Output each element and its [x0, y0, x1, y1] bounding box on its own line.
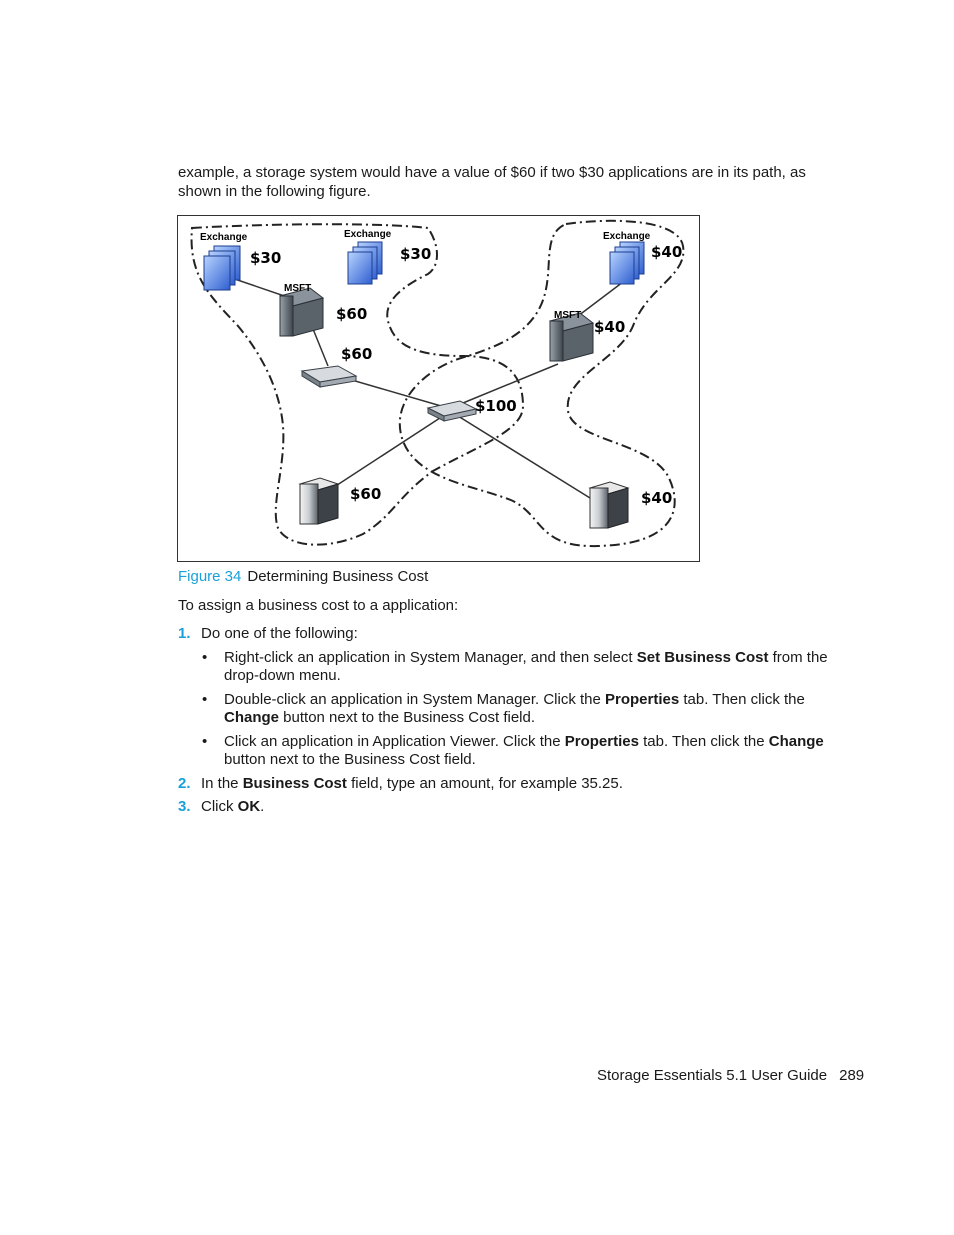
- bullet-text: from the drop-down menu.: [224, 649, 828, 684]
- exchange-app-icon-1: [203, 245, 241, 291]
- figure-caption: Figure 34 Determining Business Cost: [178, 568, 428, 585]
- ui-term: Properties: [605, 691, 680, 708]
- cost-label-exchange-1: $30: [250, 249, 281, 267]
- step-3: 3. Click OK.: [178, 797, 264, 816]
- link-center-storage1: [327, 415, 444, 492]
- bullet-item-2: • Double-click an application in System …: [202, 691, 842, 727]
- switch-icon-1: [300, 365, 358, 388]
- footer-title: Storage Essentials 5.1 User Guide: [597, 1067, 828, 1084]
- business-cost-figure: Exchange $30 Exchange $30 Exchange $40 M…: [177, 215, 700, 562]
- exchange-app-icon-2: [347, 241, 383, 285]
- cost-label-msft-1: $60: [336, 305, 367, 323]
- step-text: Do one of the following:: [201, 625, 358, 642]
- cost-label-storage-1: $60: [350, 485, 381, 503]
- switch-icon-center: [426, 400, 478, 422]
- bullet-marker: •: [202, 691, 208, 708]
- step-2: 2. In the Business Cost field, type an am…: [178, 774, 623, 793]
- cost-label-exchange-2: $30: [400, 245, 431, 263]
- step-text: In the: [201, 775, 243, 792]
- bullet-text: Right-click an application in System Man…: [224, 649, 637, 666]
- page-footer: Storage Essentials 5.1 User Guide 289: [597, 1067, 864, 1084]
- bullet-item-1: • Right-click an application in System M…: [202, 649, 842, 685]
- bullet-text: Click an application in Application View…: [224, 733, 565, 750]
- figure-title: Determining Business Cost: [247, 568, 429, 585]
- msft-server-icon-2: [548, 312, 595, 362]
- ui-term: Business Cost: [242, 775, 347, 792]
- msft-server-icon-1: [278, 287, 325, 337]
- intro-paragraph: example, a storage system would have a v…: [178, 164, 806, 200]
- cost-label-switch-1: $60: [341, 345, 372, 363]
- figure-number: Figure 34: [178, 568, 242, 585]
- bullet-item-3: • Click an application in Application Vi…: [202, 733, 842, 769]
- left-group-boundary: [190, 223, 525, 546]
- assign-intro: To assign a business cost to a applicati…: [178, 597, 459, 614]
- page-number: 289: [839, 1067, 865, 1084]
- ui-term: Change: [768, 733, 824, 750]
- link-msft2-center: [462, 363, 559, 404]
- step-text: .: [260, 798, 265, 815]
- step-number: 2.: [178, 775, 191, 792]
- msft-label-2: MSFT: [554, 310, 581, 321]
- bullet-text: button next to the Business Cost field.: [279, 709, 535, 726]
- ui-term: Set Business Cost: [636, 649, 769, 666]
- exchange-label-2: Exchange: [344, 229, 392, 240]
- cost-label-msft-2: $40: [594, 318, 625, 336]
- bullet-text: Double-click an application in System Ma…: [224, 691, 606, 708]
- bullet-text: button next to the Business Cost field.: [224, 751, 476, 768]
- link-center-storage2: [457, 415, 591, 499]
- cost-label-switch-center: $100: [475, 397, 517, 415]
- cost-label-exchange-3: $40: [651, 243, 682, 261]
- exchange-label-3: Exchange: [603, 231, 651, 242]
- cost-label-storage-2: $40: [641, 489, 672, 507]
- link-msft1-switch1: [310, 323, 329, 367]
- exchange-label-1: Exchange: [200, 232, 248, 243]
- ui-term: Change: [224, 709, 280, 726]
- storage-icon-2: [588, 481, 630, 529]
- right-group-boundary: [398, 219, 685, 548]
- step-text: field, type an amount, for example 35.25…: [346, 775, 623, 792]
- step-number: 3.: [178, 798, 191, 815]
- ui-term: Properties: [564, 733, 639, 750]
- bullet-marker: •: [202, 649, 208, 666]
- step-1: 1. Do one of the following:: [178, 624, 358, 643]
- exchange-app-icon-3: [609, 241, 645, 285]
- bullet-marker: •: [202, 733, 208, 750]
- bullet-text: tab. Then click the: [679, 691, 805, 708]
- msft-label-1: MSFT: [284, 283, 311, 294]
- ui-term: OK: [237, 798, 261, 815]
- step-text: Click: [201, 798, 238, 815]
- storage-icon-1: [298, 477, 340, 525]
- step-number: 1.: [178, 625, 191, 642]
- bullet-text: tab. Then click the: [638, 733, 769, 750]
- link-exchange3-msft2: [577, 281, 624, 317]
